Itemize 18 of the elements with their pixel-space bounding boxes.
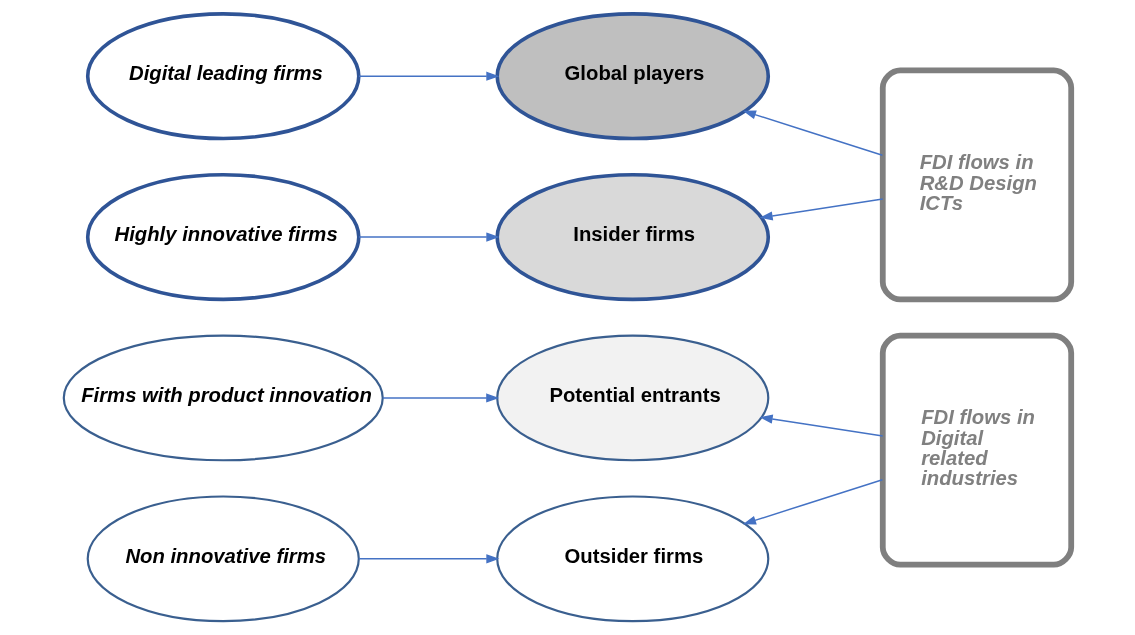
arrow	[358, 554, 500, 564]
node-ellipse: Potential entrants	[496, 334, 770, 462]
arrow	[742, 479, 884, 525]
arrow	[382, 393, 500, 403]
arrow	[358, 71, 500, 81]
node-ellipse: Insider firms	[495, 172, 771, 302]
node-ellipse: Outsider firms	[496, 495, 770, 623]
node-ellipse: Global players	[495, 12, 771, 141]
arrow	[759, 198, 884, 221]
node-ellipse: Non innovative firms	[86, 495, 360, 623]
node-box: FDI flows in Digital related industries	[879, 332, 1075, 568]
node-box: FDI flows in R&D Design ICTs	[879, 67, 1075, 303]
arrow	[358, 232, 500, 242]
arrow	[742, 110, 884, 156]
node-ellipse: Firms with product innovation	[62, 334, 384, 462]
arrow	[759, 414, 884, 437]
node-ellipse: Highly innovative firms	[85, 172, 361, 302]
node-ellipse: Digital leading firms	[85, 12, 361, 141]
